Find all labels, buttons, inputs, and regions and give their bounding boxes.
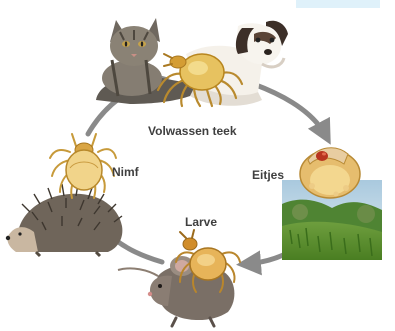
stage-label-nymph: Nimf: [112, 165, 139, 179]
stage-label-larva: Larve: [185, 215, 217, 229]
nymph-tick-illustration: [50, 134, 116, 198]
stage-label-adult-tick: Volwassen teek: [148, 124, 237, 138]
eggs-illustration: [300, 148, 360, 198]
stage-label-eggs: Eitjes: [252, 168, 284, 182]
hedgehog-illustration: [6, 184, 123, 256]
